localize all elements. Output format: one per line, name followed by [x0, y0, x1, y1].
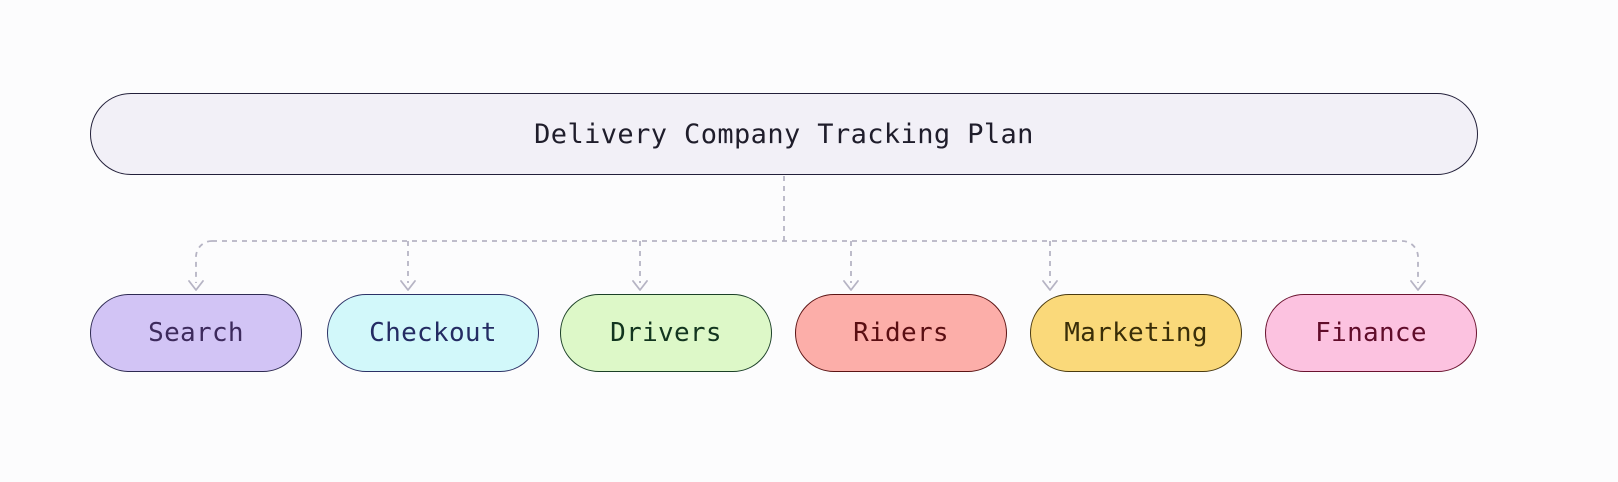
connector-elbow-search: [195, 240, 213, 283]
arrowhead-search: [188, 280, 204, 291]
leaf-node-search[interactable]: Search: [90, 294, 302, 372]
leaf-node-label: Marketing: [1064, 318, 1208, 348]
leaf-node-riders[interactable]: Riders: [795, 294, 1007, 372]
arrowhead-checkout: [400, 280, 416, 291]
leaf-node-finance[interactable]: Finance: [1265, 294, 1477, 372]
arrowhead-marketing: [1042, 280, 1058, 291]
arrowhead-drivers: [632, 280, 648, 291]
leaf-node-label: Checkout: [369, 318, 497, 348]
leaf-node-marketing[interactable]: Marketing: [1030, 294, 1242, 372]
leaf-node-label: Search: [148, 318, 244, 348]
root-node-label: Delivery Company Tracking Plan: [534, 118, 1034, 150]
leaf-node-checkout[interactable]: Checkout: [327, 294, 539, 372]
arrowhead-finance: [1410, 280, 1426, 291]
leaf-node-label: Riders: [853, 318, 949, 348]
connector-elbow-finance: [1401, 240, 1419, 283]
leaf-node-label: Finance: [1315, 318, 1427, 348]
leaf-node-label: Drivers: [610, 318, 722, 348]
root-node[interactable]: Delivery Company Tracking Plan: [90, 93, 1478, 175]
leaf-node-drivers[interactable]: Drivers: [560, 294, 772, 372]
arrowhead-riders: [843, 280, 859, 291]
